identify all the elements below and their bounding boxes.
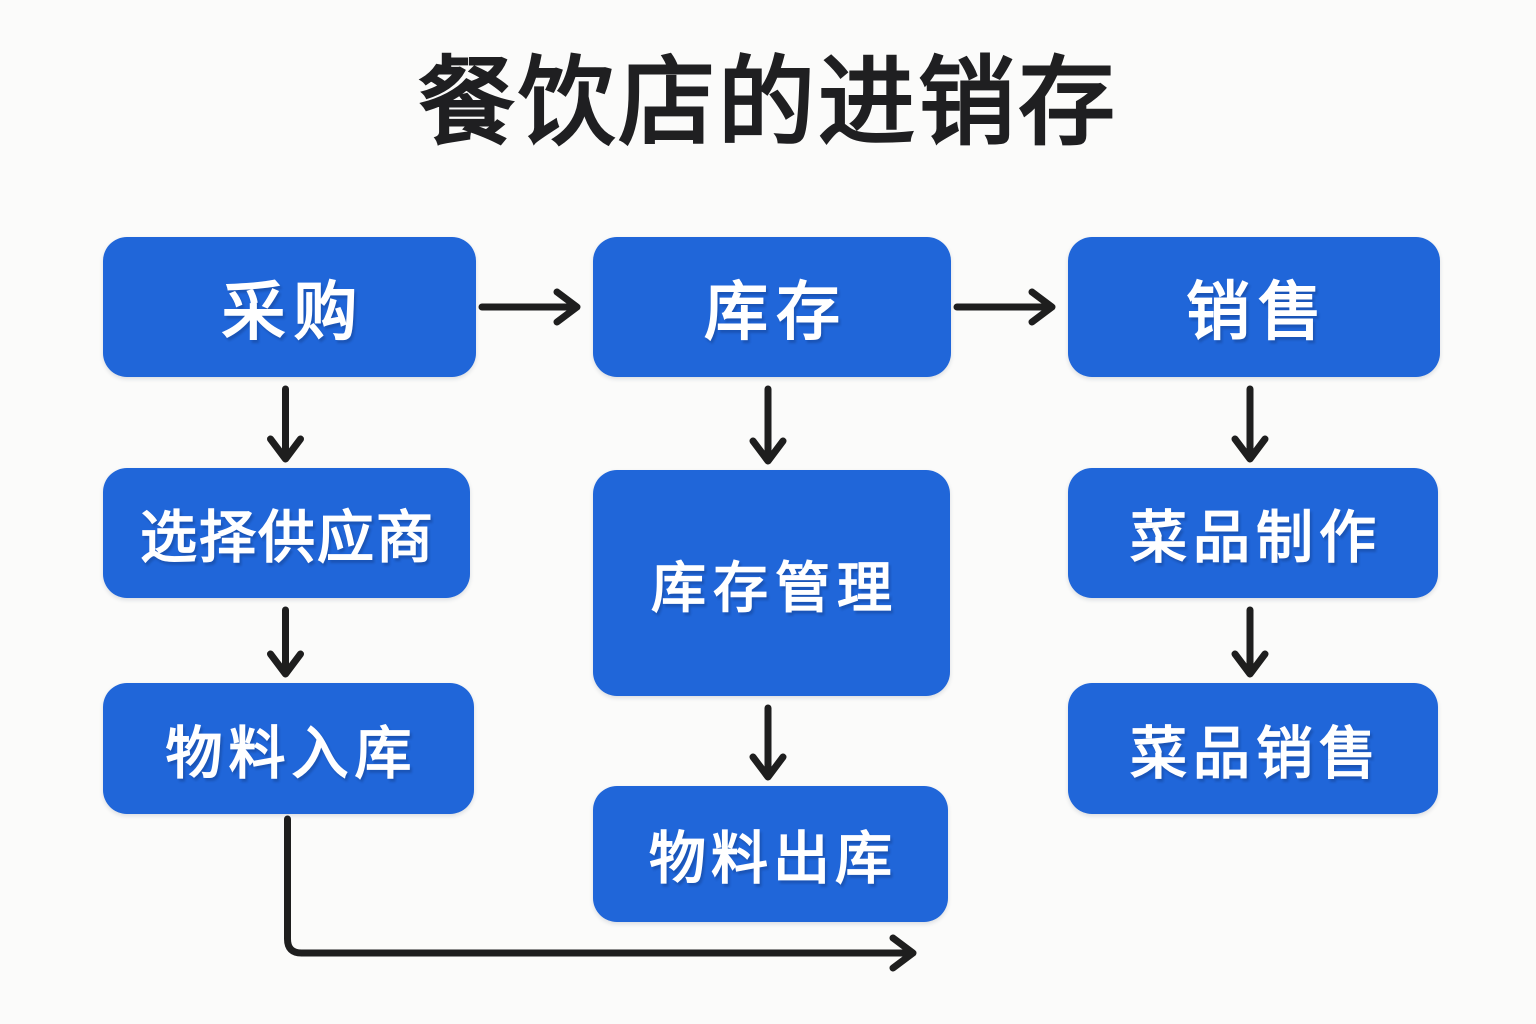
- node-sales: 销售: [1068, 237, 1440, 377]
- node-label: 销售: [1186, 276, 1330, 348]
- node-label: 物料入库: [165, 721, 418, 786]
- arrow-purchase-select-supplier: [267, 385, 304, 463]
- node-label: 采购: [221, 276, 366, 348]
- node-inventory-management: 库存管理: [593, 470, 950, 696]
- node-label: 选择供应商: [140, 506, 435, 570]
- node-label: 菜品制作: [1130, 506, 1382, 570]
- arrow-inventory-management-material-outbound: [749, 704, 787, 781]
- node-inventory: 库存: [593, 237, 951, 377]
- node-material-inbound: 物料入库: [103, 683, 474, 814]
- node-label: 库存管理: [650, 557, 899, 619]
- node-label: 物料出库: [649, 827, 897, 891]
- arrow-select-supplier-material-inbound: [267, 606, 304, 678]
- node-label: 菜品销售: [1130, 721, 1382, 786]
- node-purchase: 采购: [103, 237, 476, 377]
- arrow-sales-dish-preparation: [1231, 385, 1269, 463]
- node-dish-sales: 菜品销售: [1068, 683, 1438, 814]
- arrow-inventory-sales: [953, 288, 1056, 326]
- arrow-inventory-inventory-management: [749, 385, 787, 465]
- node-select-supplier: 选择供应商: [103, 468, 470, 598]
- arrow-purchase-inventory: [478, 288, 581, 326]
- node-label: 库存: [704, 276, 848, 348]
- diagram-title: 餐饮店的进销存: [418, 48, 1118, 157]
- node-material-outbound: 物料出库: [593, 786, 948, 922]
- node-dish-preparation: 菜品制作: [1068, 468, 1438, 598]
- arrow-dish-preparation-dish-sales: [1231, 606, 1269, 678]
